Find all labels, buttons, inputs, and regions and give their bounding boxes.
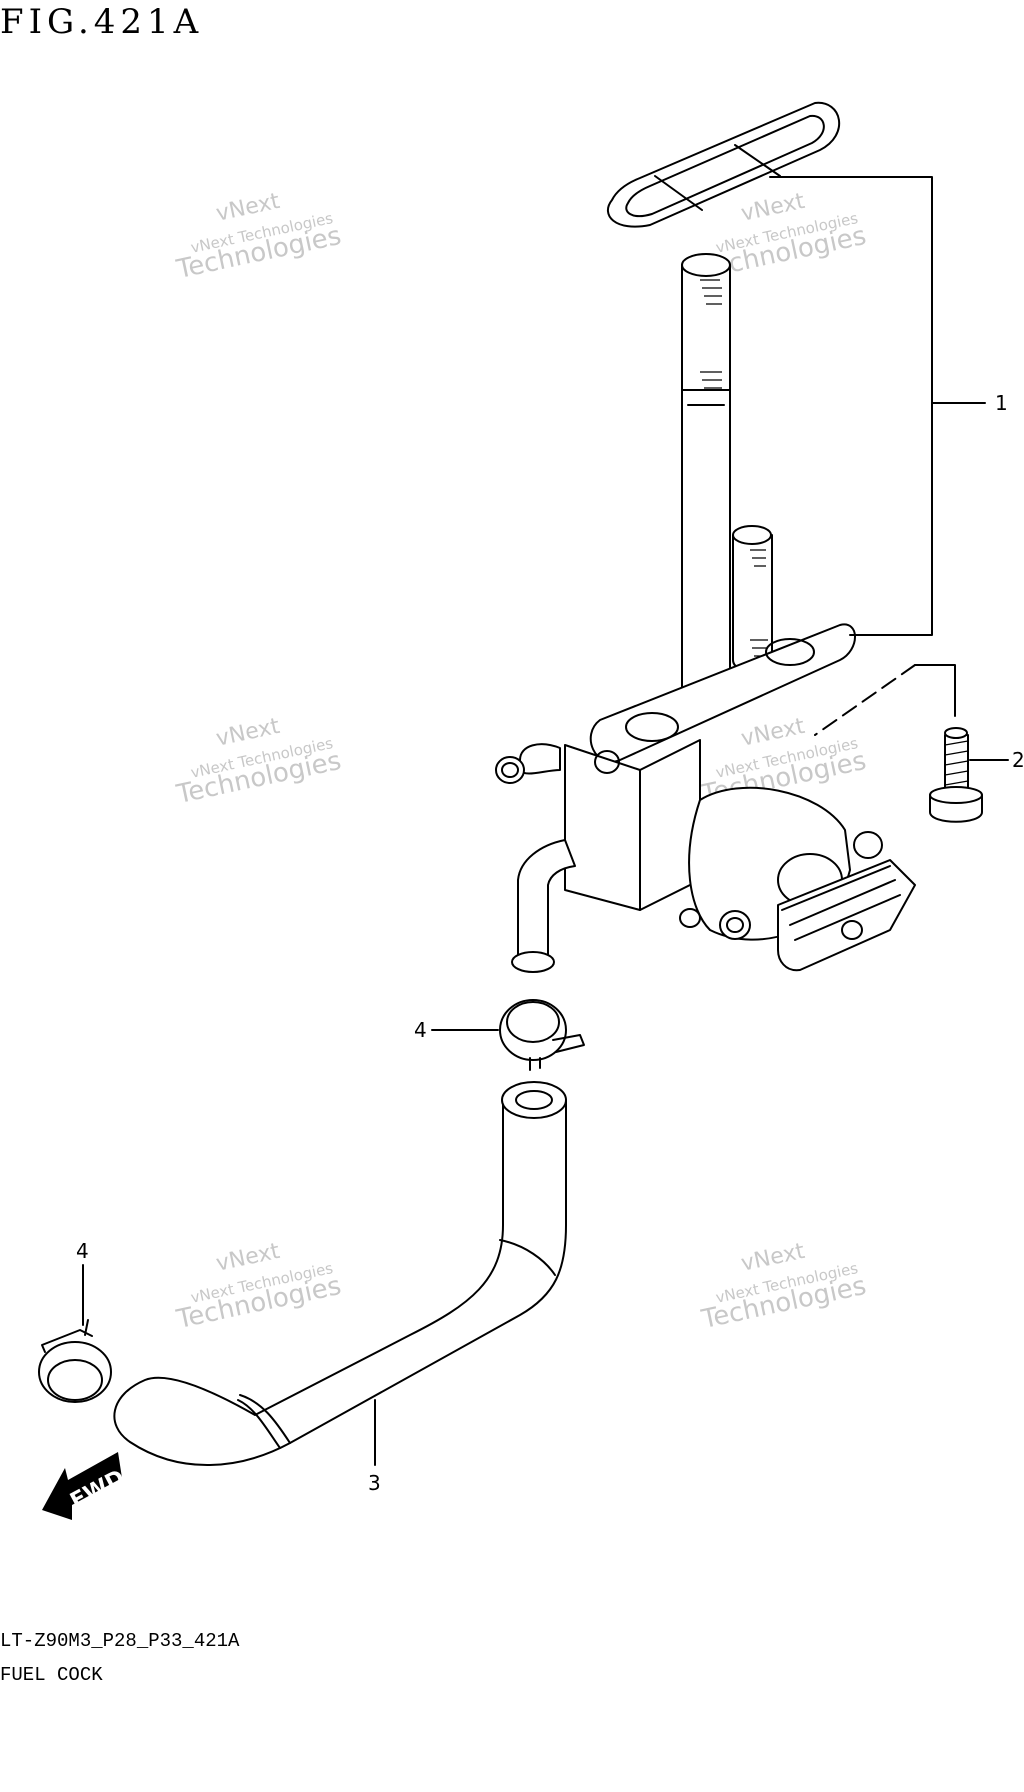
fwd-arrow: FWD bbox=[42, 1452, 129, 1520]
fuel-hose-drawing bbox=[113, 1081, 567, 1466]
fuel-cock-body-drawing bbox=[495, 623, 916, 973]
callout-3-label: 3 bbox=[368, 1471, 381, 1495]
callout-1-label: 1 bbox=[995, 391, 1008, 415]
watermark: vNext vNext Technologies Technologies bbox=[173, 714, 344, 810]
callout-2-label: 2 bbox=[1012, 748, 1024, 772]
model-code: LT-Z90M3_P28_P33_421A bbox=[0, 1630, 240, 1652]
watermark: vNext vNext Technologies Technologies bbox=[698, 1239, 869, 1335]
watermark: vNext vNext Technologies Technologies bbox=[173, 189, 344, 285]
hose-clamp-lower-drawing bbox=[38, 1319, 112, 1403]
callout-4-lower-label: 4 bbox=[76, 1239, 89, 1263]
watermark: vNext vNext Technologies Technologies bbox=[173, 1239, 344, 1335]
figure-title: FIG.421A bbox=[0, 2, 204, 42]
bolt-drawing bbox=[929, 727, 983, 823]
callout-2-leader bbox=[814, 664, 1009, 761]
callout-4-upper-label: 4 bbox=[414, 1018, 427, 1042]
hose-clamp-upper-drawing bbox=[499, 999, 585, 1071]
callout-1-leader bbox=[769, 176, 986, 636]
part-name: FUEL COCK bbox=[0, 1664, 103, 1686]
gasket-drawing bbox=[606, 101, 840, 228]
standpipe-long-drawing bbox=[681, 253, 731, 706]
